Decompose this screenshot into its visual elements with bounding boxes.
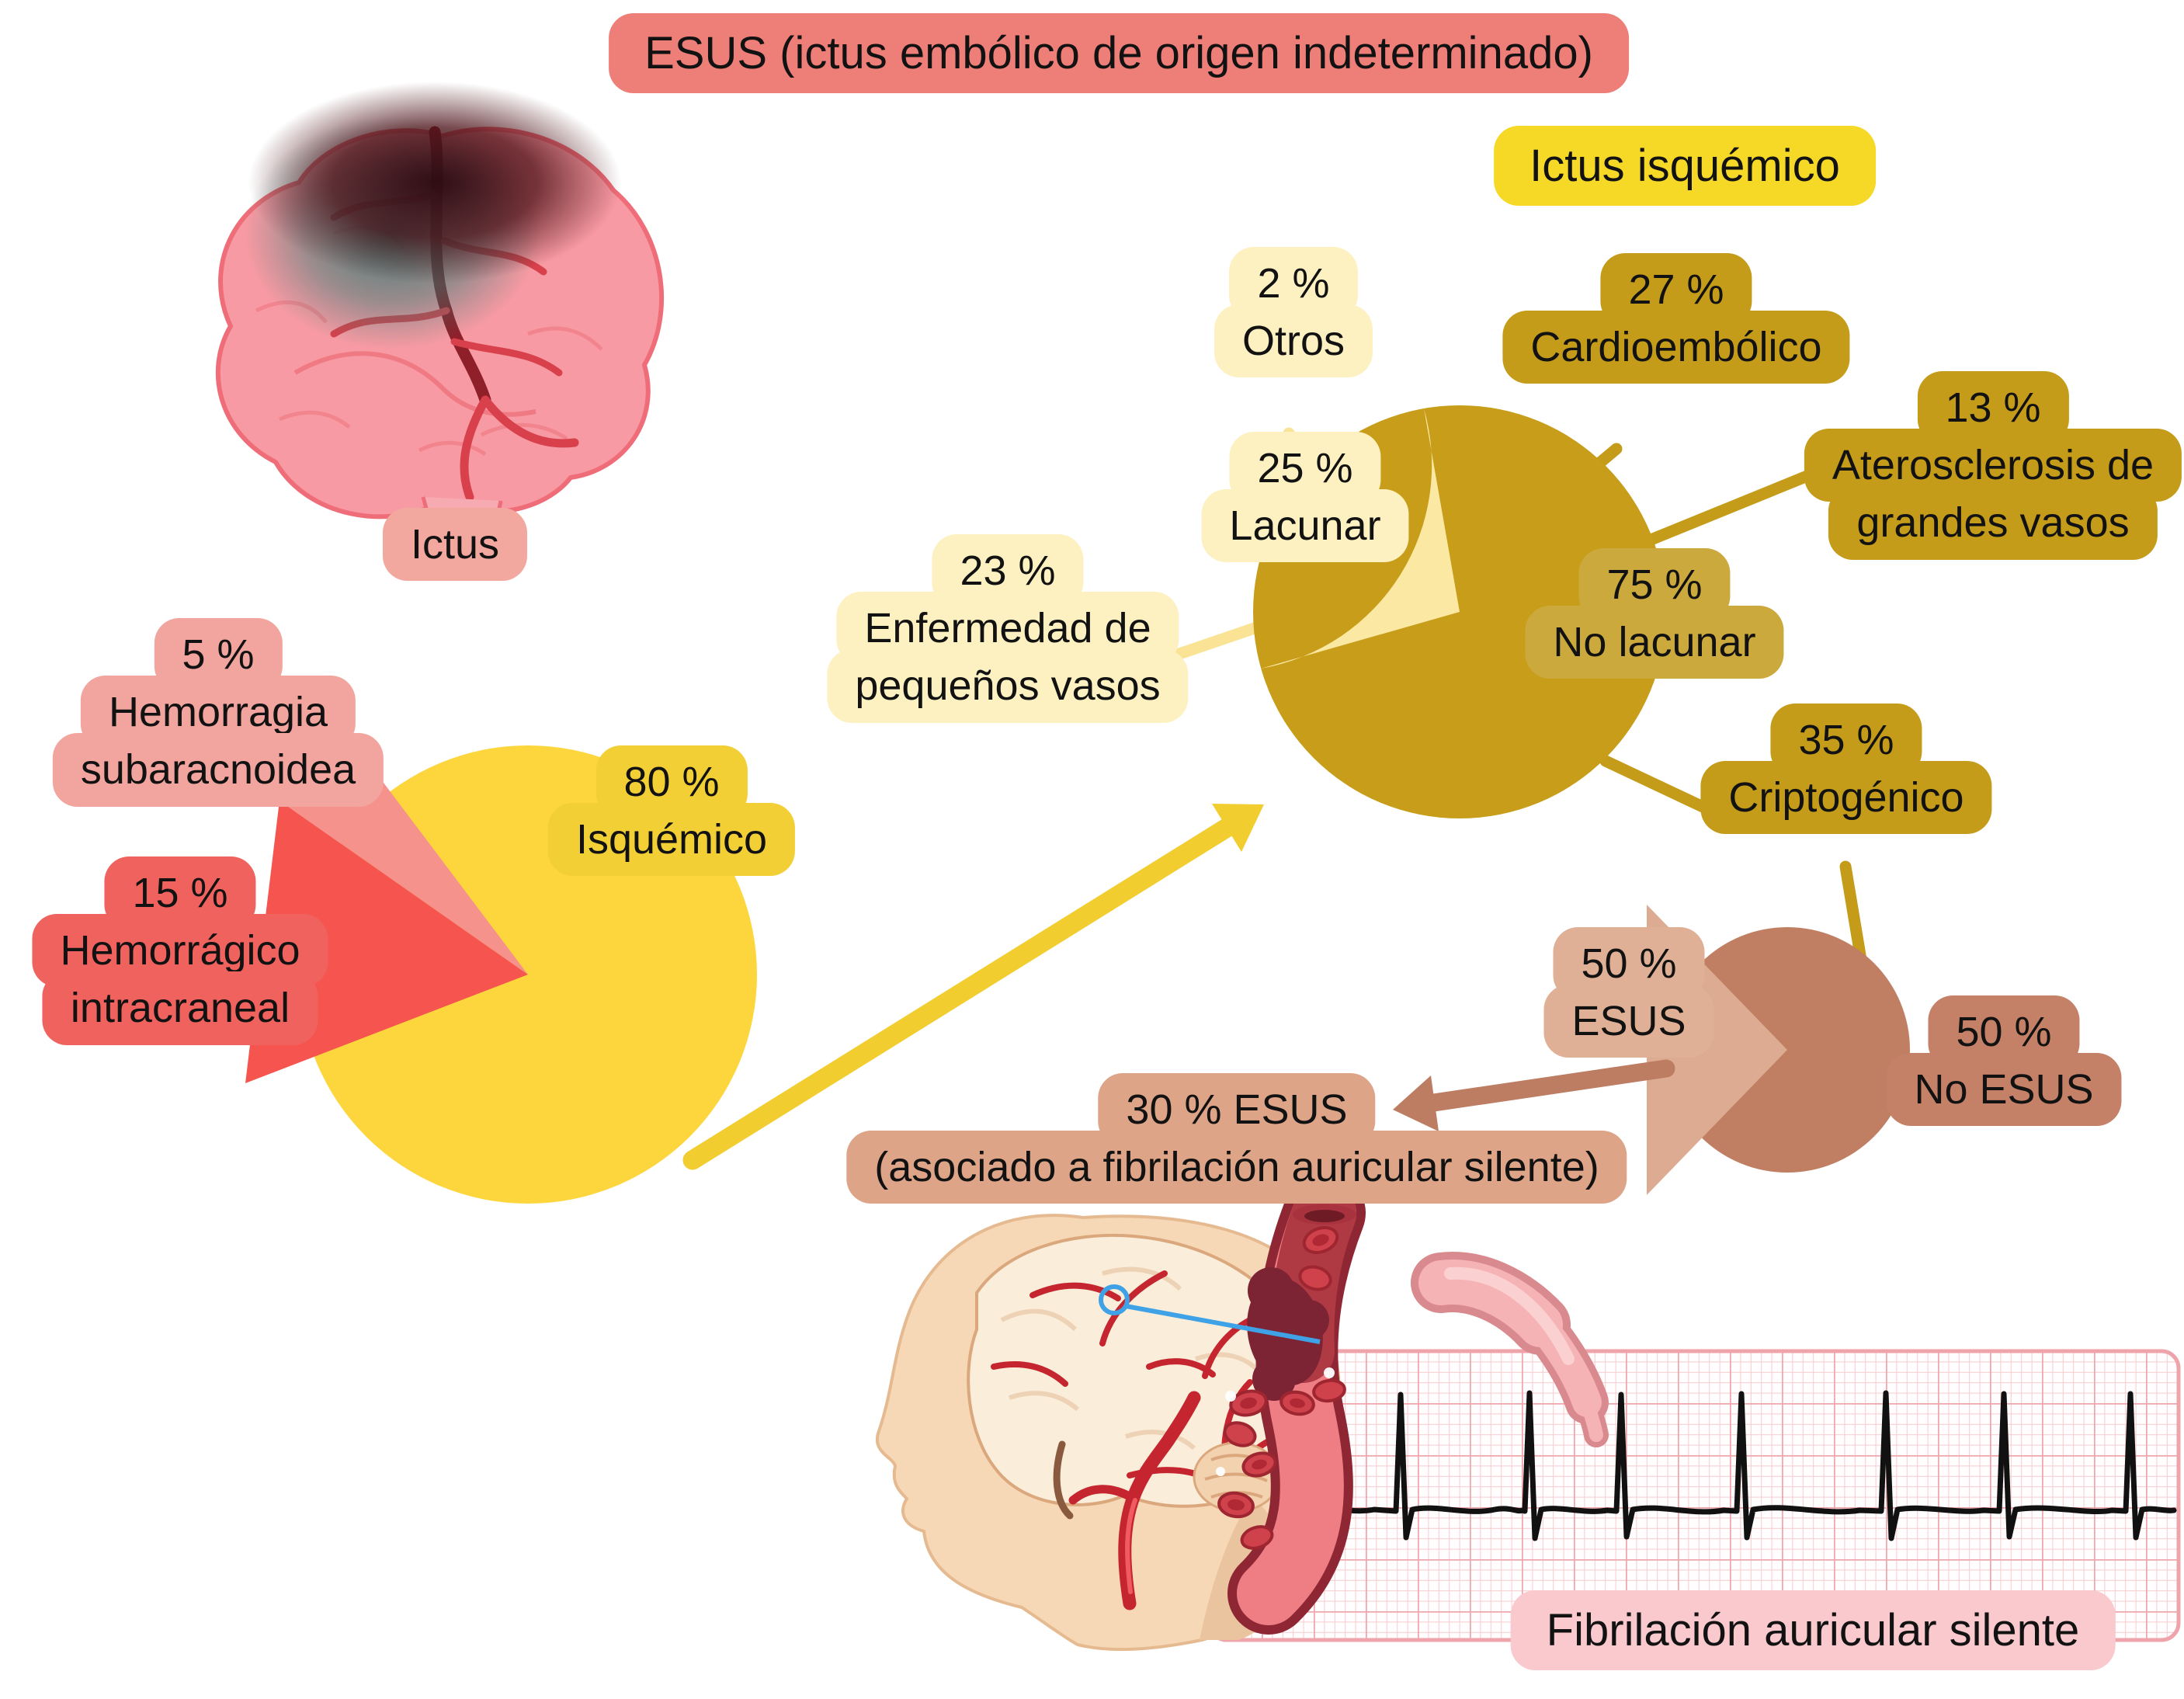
label-cardioembolico-27: 27 %Cardioembólico bbox=[1502, 253, 1850, 384]
blood-cells bbox=[1216, 1226, 1346, 1550]
label-line: Ictus bbox=[382, 508, 528, 582]
label-esus-50: 50 %ESUS bbox=[1543, 927, 1714, 1058]
label-line: Ictus isquémico bbox=[1494, 126, 1876, 207]
label-line: intracraneal bbox=[42, 971, 318, 1045]
label-line: ESUS bbox=[1543, 985, 1714, 1058]
title: ESUS (ictus embólico de origen indetermi… bbox=[609, 13, 1629, 94]
brain-illustration bbox=[215, 82, 665, 550]
label-line: Fibrilación auricular silente bbox=[1510, 1590, 2116, 1671]
label-no-lacunar-75: 75 %No lacunar bbox=[1525, 548, 1784, 679]
label-otros-2: 2 %Otros bbox=[1214, 247, 1373, 378]
zoom-callout-icon bbox=[1099, 1284, 1321, 1344]
label-line: Criptogénico bbox=[1700, 761, 1992, 835]
label-line: Lacunar bbox=[1201, 489, 1409, 563]
arrow-esus-to-label bbox=[1393, 1059, 1675, 1131]
label-lacunar-25: 25 %Lacunar bbox=[1201, 432, 1409, 563]
label-fibrilacion-auricular: Fibrilación auricular silente bbox=[1510, 1590, 2116, 1671]
label-line: pequeños vasos bbox=[827, 649, 1189, 723]
label-line: (asociado a fibrilación auricular silent… bbox=[846, 1131, 1627, 1204]
label-no-esus-50: 50 %No ESUS bbox=[1886, 995, 2122, 1127]
label-ictus-isquemico: Ictus isquémico bbox=[1494, 126, 1876, 207]
label-line: No ESUS bbox=[1886, 1053, 2122, 1127]
blood-vessel-clot-illustration bbox=[1099, 1172, 1609, 1635]
label-line: Isquémico bbox=[547, 803, 796, 877]
ecg-strip bbox=[1207, 1349, 2181, 1642]
label-esus-30-fibrilacion: 30 % ESUS(asociado a fibrilación auricul… bbox=[846, 1073, 1627, 1204]
pie-slice-lacunar bbox=[1261, 408, 1460, 669]
label-line: Cardioembólico bbox=[1502, 311, 1850, 384]
clot bbox=[1247, 1267, 1329, 1401]
label-line: ESUS (ictus embólico de origen indetermi… bbox=[609, 13, 1629, 94]
label-criptogenico-35: 35 %Criptogénico bbox=[1700, 704, 1992, 835]
label-ictus: Ictus bbox=[382, 508, 528, 582]
label-isquemico-80: 80 %Isquémico bbox=[547, 745, 796, 877]
label-line: No lacunar bbox=[1525, 606, 1784, 679]
label-line: Otros bbox=[1214, 304, 1373, 378]
label-line: subaracnoidea bbox=[52, 733, 384, 807]
arrow-isquemico-to-pie bbox=[682, 804, 1264, 1170]
label-line: grandes vasos bbox=[1828, 486, 2158, 560]
ecg-trace bbox=[1217, 1390, 2177, 1541]
